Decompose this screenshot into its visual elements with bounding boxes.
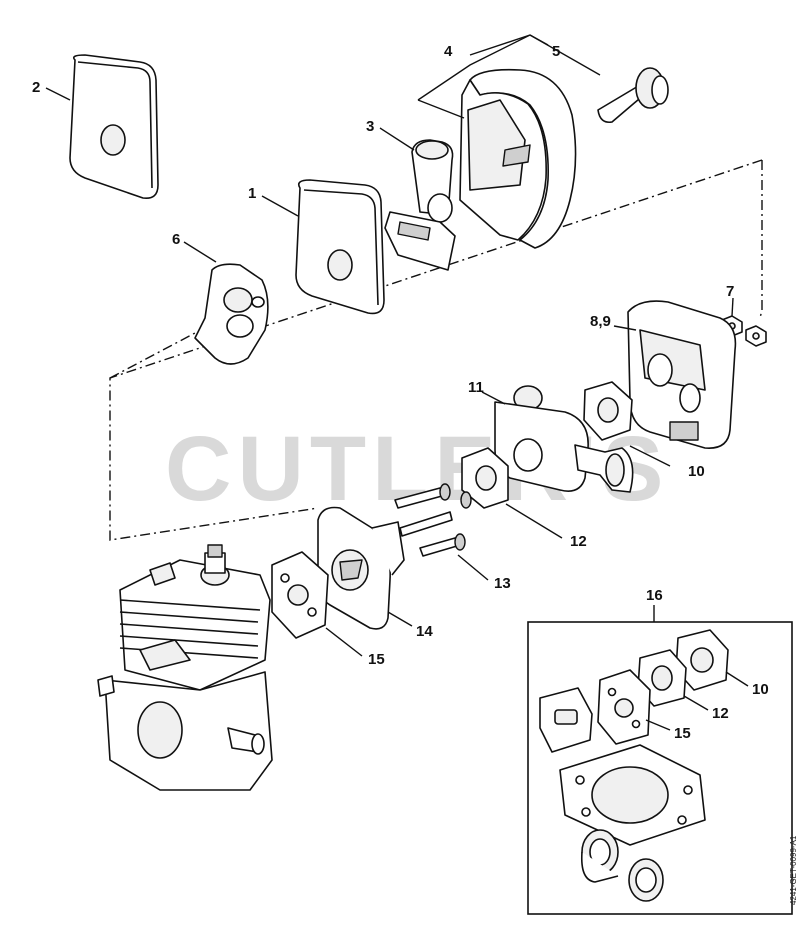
callout-3: 3 — [366, 118, 374, 135]
leader-lines — [45, 34, 749, 731]
part-15-gasket — [271, 551, 329, 639]
callout-15: 15 — [368, 651, 385, 668]
part-3-intake-elbow — [384, 139, 456, 271]
callout-14: 14 — [416, 623, 433, 640]
assembly-dash-line-filter — [109, 332, 196, 379]
part-14-flange — [317, 506, 405, 630]
assembly-dash-line — [759, 160, 763, 319]
callout-16: 16 — [646, 587, 663, 604]
callout-12-kit: 12 — [712, 705, 729, 722]
callout-8-9: 8,9 — [590, 313, 611, 330]
callout-4: 4 — [444, 43, 453, 60]
callout-12: 12 — [570, 533, 587, 550]
part-13-screws — [394, 483, 472, 557]
part-12-gasket — [461, 447, 509, 509]
part-4-cover — [459, 68, 577, 249]
part-10-muffler-gasket — [583, 381, 633, 441]
assembly-dash-line-main — [109, 159, 763, 541]
part-5-choke-lever — [597, 67, 669, 124]
callout-7: 7 — [726, 283, 734, 300]
callout-13: 13 — [494, 575, 511, 592]
drawing-reference: 4241-GET-0099-A1 — [789, 835, 798, 905]
part-2-air-filter — [69, 54, 159, 200]
part-6-plate — [194, 263, 269, 365]
callout-labels: 2 1 3 4 5 6 7 8,9 11 10 12 13 14 15 16 1… — [32, 43, 769, 742]
gasket-kit-box — [527, 621, 793, 915]
callout-5: 5 — [552, 43, 560, 60]
callout-10: 10 — [688, 463, 705, 480]
callout-1: 1 — [248, 185, 256, 202]
engine-cylinder — [97, 544, 273, 791]
callout-15-kit: 15 — [674, 725, 691, 742]
part-8-9-muffler — [627, 300, 737, 449]
callout-10-kit: 10 — [752, 681, 769, 698]
callout-11: 11 — [468, 379, 484, 396]
callout-6: 6 — [172, 231, 180, 248]
callout-2: 2 — [32, 79, 40, 96]
part-1-air-filter — [295, 179, 385, 315]
part-11-carburetor — [494, 385, 634, 493]
